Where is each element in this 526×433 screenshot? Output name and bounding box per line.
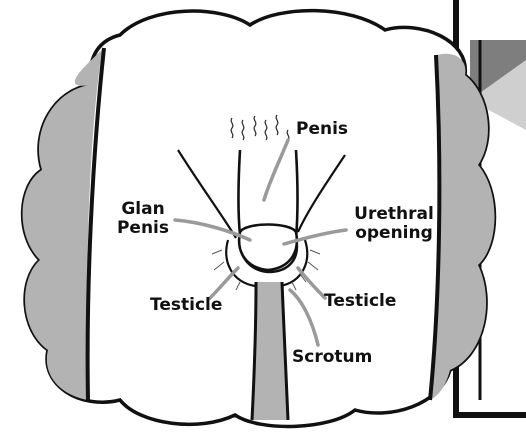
label-scrotum: Scrotum (292, 348, 372, 367)
label-urethral-opening-line1: Urethral (344, 205, 444, 224)
label-glan-penis-line1: Glan (110, 200, 176, 219)
label-glan-penis-line2: Penis (110, 219, 176, 238)
label-penis: Penis (296, 120, 348, 139)
label-glan-penis: Glan Penis (110, 200, 176, 238)
label-testicle-left: Testicle (150, 296, 222, 315)
label-urethral-opening: Urethral opening (344, 205, 444, 243)
glans (239, 225, 297, 271)
label-urethral-opening-line2: opening (344, 224, 444, 243)
label-testicle-right: Testicle (324, 292, 396, 311)
